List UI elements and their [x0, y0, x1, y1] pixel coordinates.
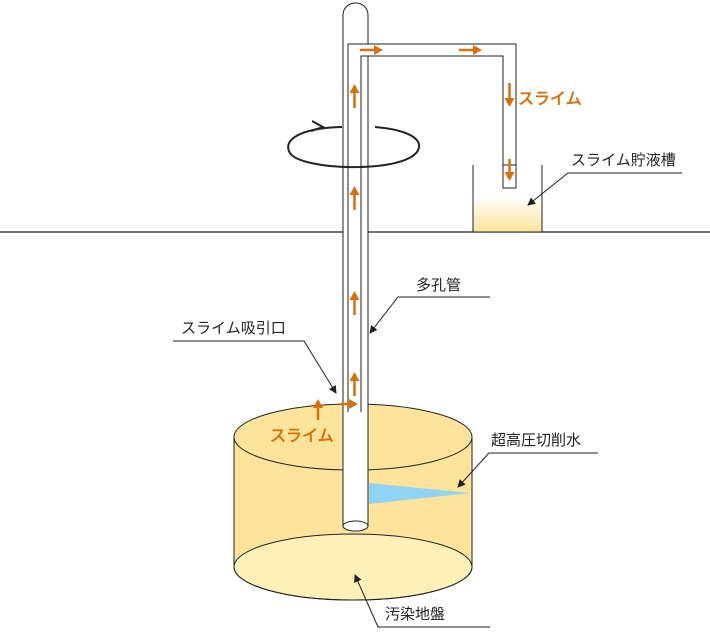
flow-arrow-icon: [459, 45, 482, 55]
suction-port-label: スライム吸引口: [181, 319, 286, 337]
flow-arrow-icon: [341, 399, 358, 409]
flow-arrow-icon: [360, 45, 383, 55]
contaminated-ground-label: 汚染地盤: [385, 605, 445, 623]
flow-arrows: [313, 45, 515, 420]
flow-arrow-icon: [504, 83, 515, 107]
storage-tank-label: スライム貯液槽: [571, 151, 676, 169]
slime-label-bottom: スライム: [270, 426, 334, 445]
leader-lines: [173, 172, 682, 628]
flow-arrow-icon: [349, 372, 360, 396]
water-jet: [369, 483, 470, 504]
flow-arrow-icon: [504, 159, 515, 181]
flow-arrow-icon: [349, 186, 360, 210]
flow-arrow-icon: [313, 399, 323, 420]
porous-pipe-label: 多孔管: [416, 276, 461, 294]
flow-arrow-icon: [349, 291, 360, 315]
slime-label-top: スライム: [518, 89, 582, 108]
flow-arrow-icon: [349, 84, 360, 108]
cutting-water-label: 超高圧切削水: [491, 431, 581, 449]
rotation-arrow-icon: [287, 120, 420, 169]
